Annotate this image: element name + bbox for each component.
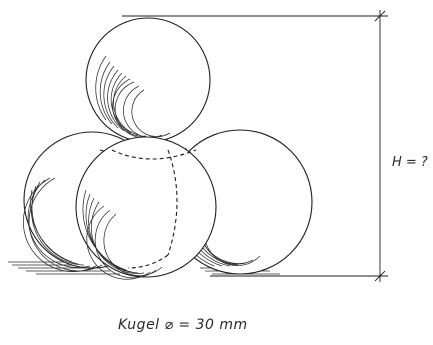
front-sphere-hatching [82, 189, 163, 280]
left-sphere-hatching [23, 177, 103, 273]
caption: Kugel ⌀ = 30 mm [118, 317, 248, 333]
top-sphere-hatching [95, 55, 171, 139]
top-sphere [85, 17, 211, 143]
height-dimension [122, 10, 388, 282]
front-sphere [75, 136, 217, 280]
height-label: H = ? [392, 155, 428, 170]
